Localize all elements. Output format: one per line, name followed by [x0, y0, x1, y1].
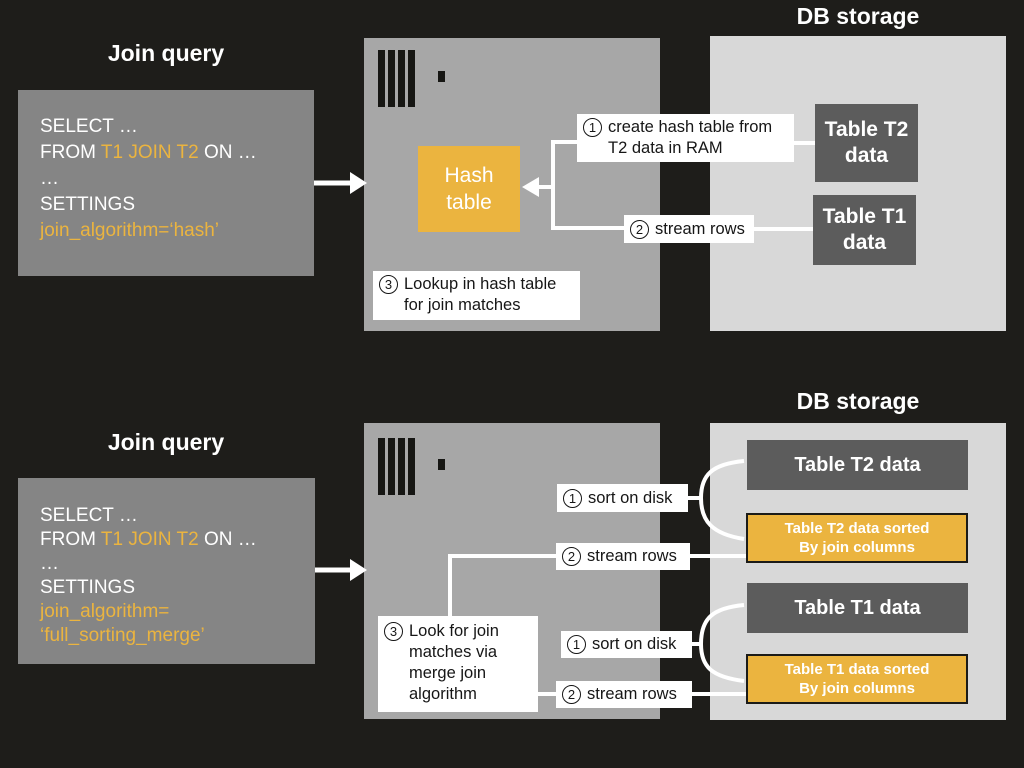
- table-t1-data-box: Table T1 data: [747, 583, 968, 633]
- logo-bar: [388, 50, 395, 107]
- query-to-server-arrowhead-icon-2: [350, 559, 367, 581]
- step-number-badge: 2: [562, 685, 581, 704]
- sql-settings-keyword: SETTINGS: [40, 577, 136, 598]
- sorted-label-line2: By join columns: [799, 539, 915, 556]
- sql-join-algorithm-value: ‘full_sorting_merge’: [40, 625, 205, 646]
- sql-select-line: SELECT …: [40, 114, 314, 140]
- step-number-badge: 2: [630, 219, 649, 239]
- logo-bar: [398, 438, 405, 495]
- sql-from-keyword: FROM: [40, 529, 101, 550]
- hash-join-db-storage-box: [710, 36, 1006, 331]
- step-lookup-hash-table-note: 3 Lookup in hash table for join matches: [373, 271, 580, 320]
- into-hash-table-arrowhead-icon: [522, 177, 539, 197]
- step-sort-on-disk-t2-note: 1 sort on disk: [557, 484, 688, 512]
- step-number-badge: 3: [379, 275, 398, 294]
- step-merge-join-lookup-note: 3 Look for join matches via merge join a…: [378, 616, 538, 712]
- sql-on-clause: ON …: [198, 529, 257, 550]
- logo-bar: [378, 438, 385, 495]
- sql-from-keyword: FROM: [40, 142, 101, 163]
- sql-select-line: SELECT …: [40, 504, 315, 528]
- table-t1-data-sorted-box: Table T1 data sorted By join columns: [746, 654, 968, 704]
- sql-join-algorithm-setting: join_algorithm=: [40, 601, 170, 622]
- table-t2-data-box: Table T2 data: [747, 440, 968, 490]
- merge-join-query-title: Join query: [107, 429, 225, 455]
- hash-join-db-storage-title: DB storage: [796, 3, 920, 29]
- step-number-badge: 1: [567, 635, 586, 654]
- sql-settings-line: SETTINGS: [40, 192, 314, 218]
- step-stream-rows-note: 2 stream rows: [624, 215, 754, 243]
- step-create-hash-table-note: 1 create hash table from T2 data in RAM: [577, 114, 794, 162]
- sql-ellipsis-line: …: [40, 166, 314, 192]
- step-sort-on-disk-t1-note: 1 sort on disk: [561, 631, 692, 658]
- sql-join-tables: T1 JOIN T2: [100, 142, 199, 163]
- sql-join-tables: T1 JOIN T2: [100, 529, 199, 550]
- step-number-badge: 2: [562, 547, 581, 566]
- query-to-server-arrowhead-icon: [350, 172, 367, 194]
- step-text: stream rows: [655, 219, 745, 238]
- logo-dot: [438, 71, 445, 82]
- stream-t2-to-step3-elbow-connector: [448, 554, 556, 616]
- step-text: create hash table from T2 data in RAM: [608, 118, 773, 157]
- logo-bar: [378, 50, 385, 107]
- sql-on-clause: ON …: [198, 142, 257, 163]
- merge-join-sql-code: SELECT … FROM T1 JOIN T2 ON … … SETTINGS…: [18, 478, 315, 648]
- step-text: stream rows: [587, 547, 677, 565]
- hash-join-sql-code: SELECT … FROM T1 JOIN T2 ON … … SETTINGS…: [18, 90, 314, 244]
- clickhouse-logo-icon: [378, 50, 445, 107]
- sql-select: SELECT …: [40, 505, 138, 526]
- logo-bar: [408, 50, 415, 107]
- sorted-label-line1: Table T1 data sorted: [784, 661, 930, 678]
- step-text: Lookup in hash table for join matches: [404, 275, 557, 314]
- step-stream-rows-t1-note: 2 stream rows: [556, 681, 692, 708]
- clickhouse-logo-icon: [378, 438, 445, 495]
- sql-from-line: FROM T1 JOIN T2 ON …: [40, 140, 314, 166]
- sql-join-algorithm-setting: join_algorithm=‘hash’: [40, 220, 220, 241]
- step-number-badge: 3: [384, 622, 403, 641]
- sort-t1-bracket-connector: [698, 603, 745, 683]
- step-number-badge: 1: [583, 118, 602, 137]
- step-text: Look for join matches via merge join alg…: [409, 622, 499, 703]
- sql-ellipsis: …: [40, 168, 59, 189]
- sql-settings-line: SETTINGS: [40, 576, 315, 600]
- sql-ellipsis-line: …: [40, 552, 315, 576]
- sort-t2-bracket-connector: [698, 459, 745, 541]
- sorted-label-line1: Table T2 data sorted: [784, 520, 930, 537]
- logo-bar: [388, 438, 395, 495]
- step-number-badge: 1: [563, 488, 582, 508]
- step-stream-rows-t2-note: 2 stream rows: [556, 543, 690, 570]
- hash-join-query-box: SELECT … FROM T1 JOIN T2 ON … … SETTINGS…: [18, 90, 314, 276]
- logo-dot: [438, 459, 445, 470]
- sql-from-line: FROM T1 JOIN T2 ON …: [40, 528, 315, 552]
- table-t1-data-box: Table T1 data: [813, 195, 916, 265]
- sorted-label-line2: By join columns: [799, 680, 915, 697]
- table-t2-data-box: Table T2 data: [815, 104, 918, 182]
- merge-join-db-storage-title: DB storage: [796, 388, 920, 414]
- hash-table-box: Hash table: [418, 146, 520, 232]
- hash-join-query-title: Join query: [107, 40, 225, 66]
- table-t2-data-sorted-box: Table T2 data sorted By join columns: [746, 513, 968, 563]
- logo-bar: [408, 438, 415, 495]
- sql-settings-keyword: SETTINGS: [40, 194, 136, 215]
- step-text: sort on disk: [588, 488, 673, 507]
- logo-bar: [398, 50, 405, 107]
- sql-ellipsis: …: [40, 553, 59, 574]
- step-text: sort on disk: [592, 635, 677, 653]
- merge-join-query-box: SELECT … FROM T1 JOIN T2 ON … … SETTINGS…: [18, 478, 315, 664]
- sql-select: SELECT …: [40, 116, 138, 137]
- step-text: stream rows: [587, 685, 677, 703]
